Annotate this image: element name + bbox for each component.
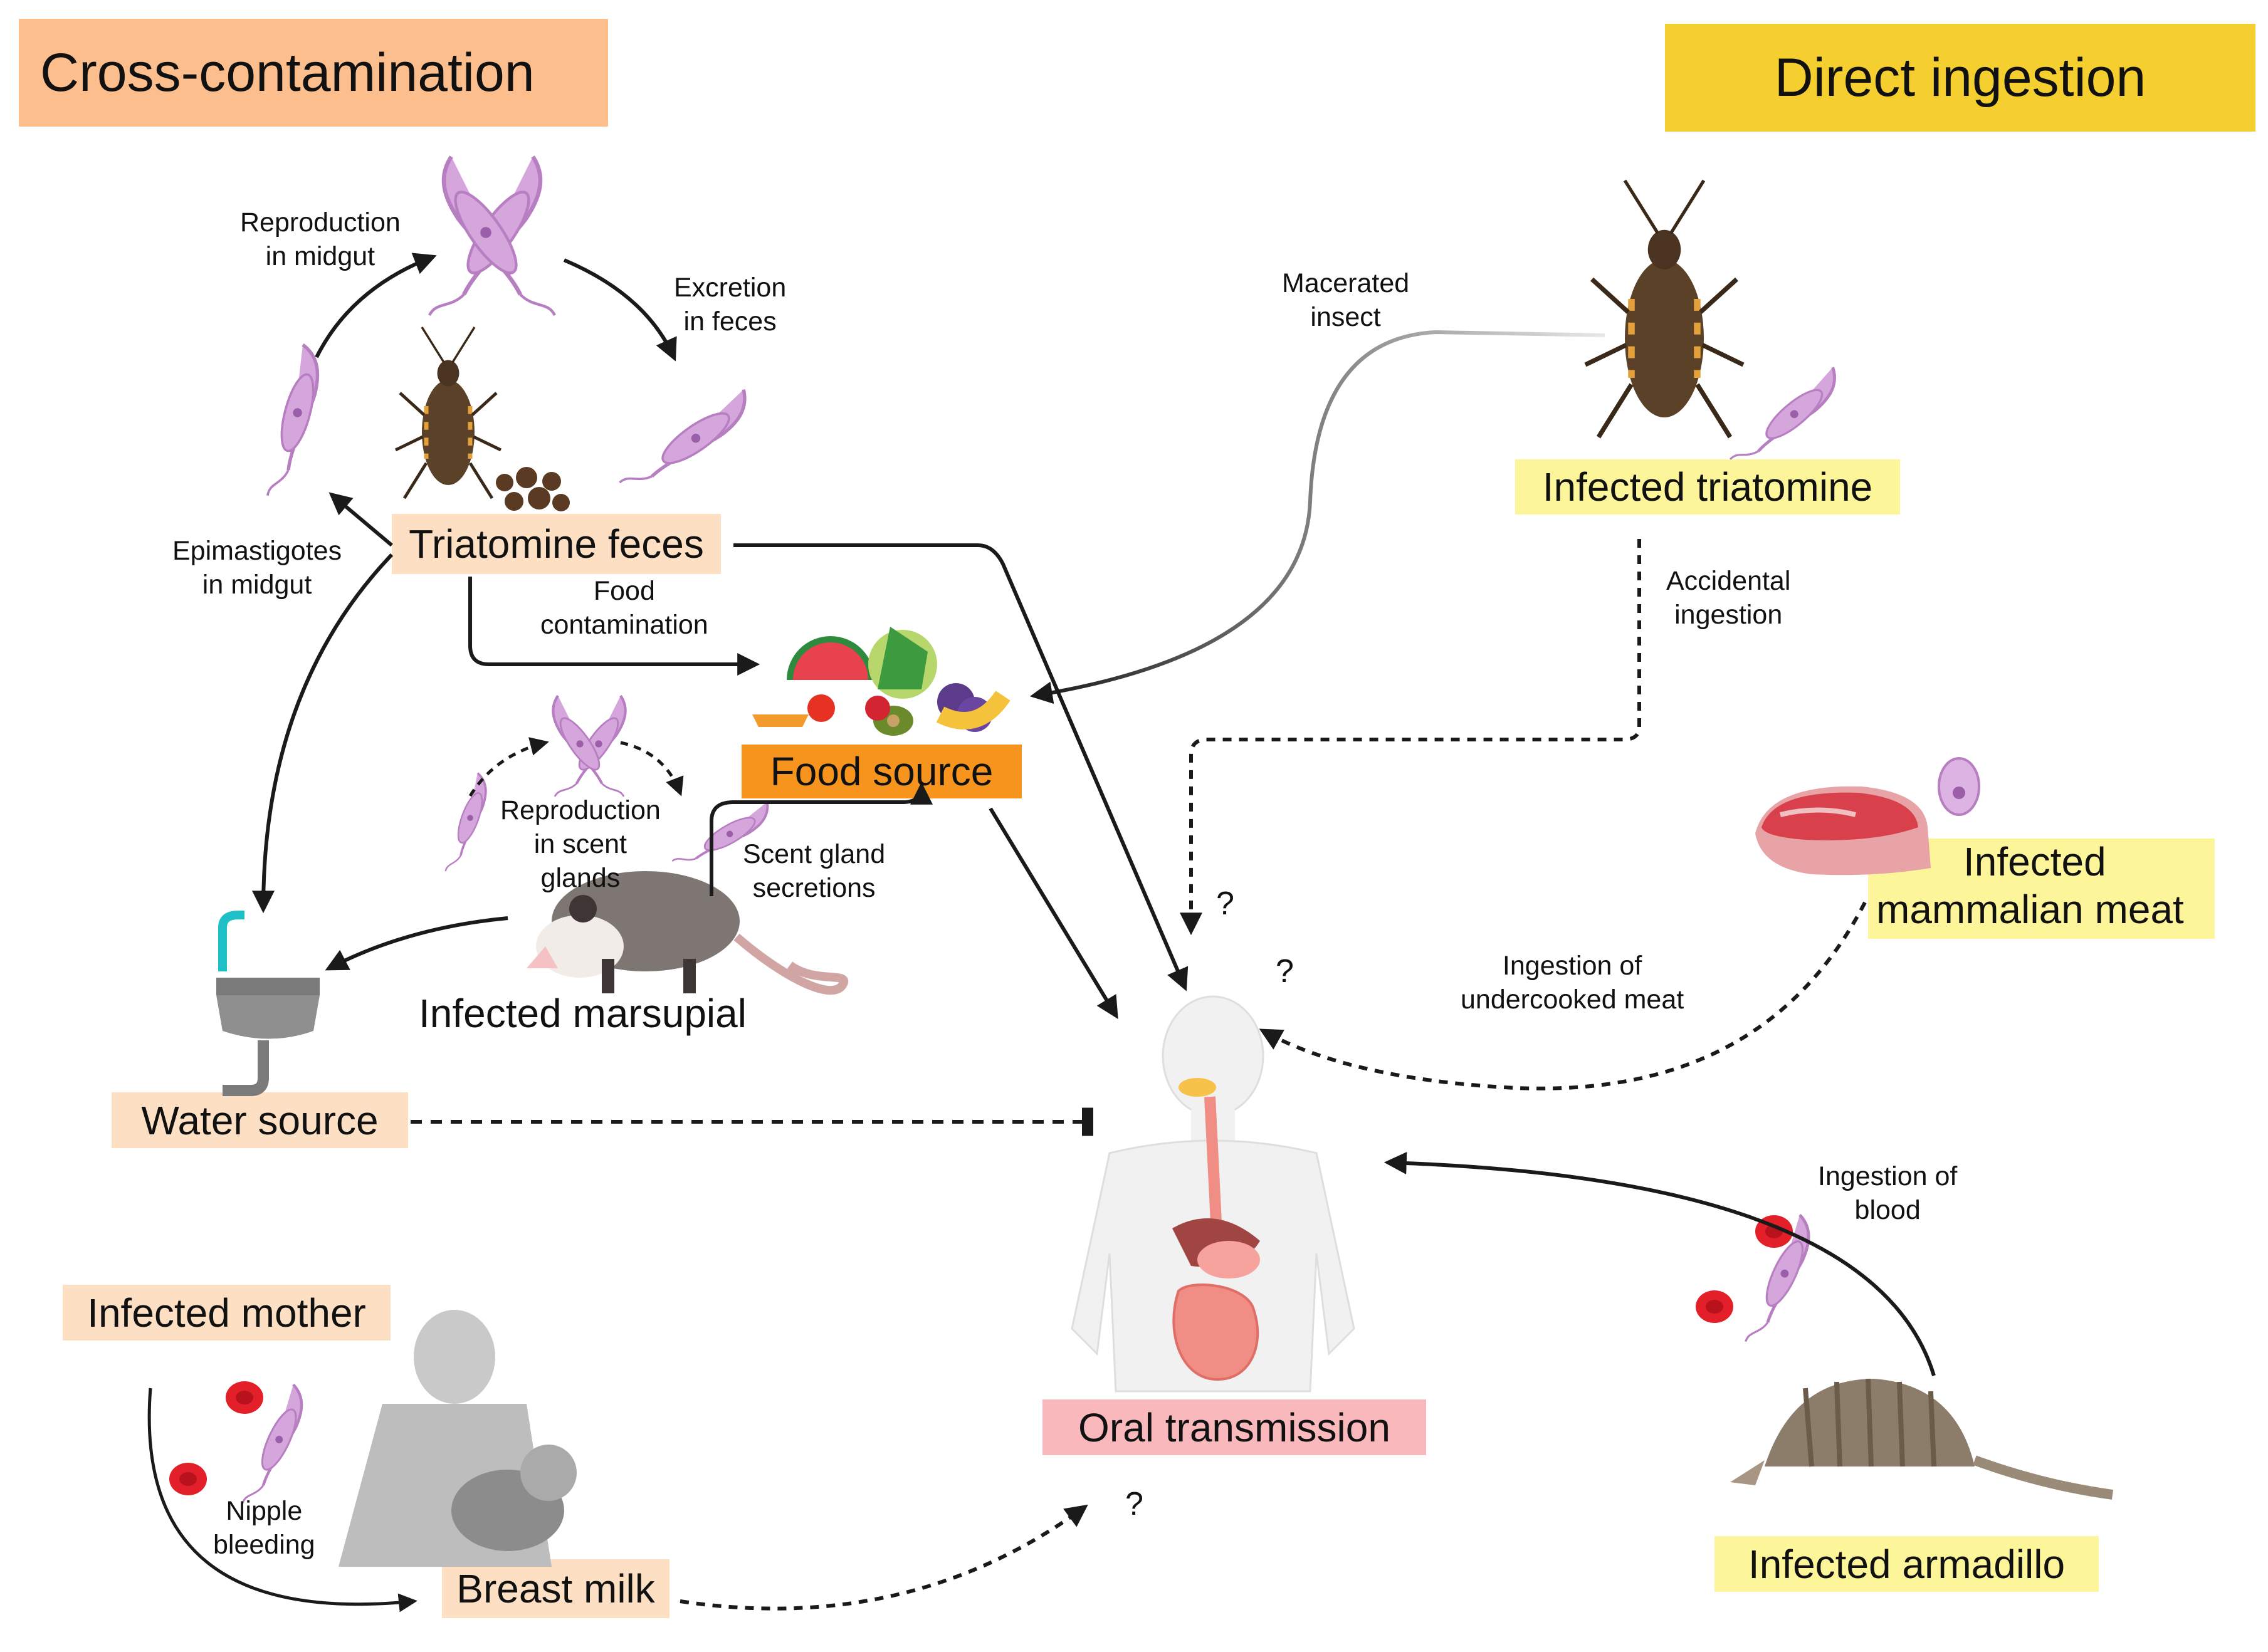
breast-milk-label: Breast milk xyxy=(456,1566,655,1611)
ingestion-blood-label: Ingestion of blood xyxy=(1818,1159,1957,1227)
arrow-macerated-insect xyxy=(1029,330,1605,704)
reproduction-scent-line1: Reproduction xyxy=(500,795,661,825)
scent-gland-line1: Scent gland xyxy=(743,839,886,869)
red-blood-cell-icon xyxy=(226,1381,263,1414)
accidental-line1: Accidental xyxy=(1666,566,1791,596)
reproduction-midgut-label: Reproduction in midgut xyxy=(240,206,401,273)
triatomine-feces-label: Triatomine feces xyxy=(409,521,704,567)
arrow-undercooked-meat xyxy=(1259,901,1867,1090)
reproduction-midgut-line2: in midgut xyxy=(265,241,375,271)
direct-ingestion-header-box xyxy=(1665,24,2255,132)
food-source-box xyxy=(742,745,1022,798)
cross-contamination-header-box xyxy=(19,19,608,127)
question-mark-accidental: ? xyxy=(1216,886,1234,922)
triatomine-feces-box xyxy=(392,514,721,574)
arrow-excretion-feces xyxy=(563,258,677,362)
arrow-epimastigotes xyxy=(328,492,393,547)
arrow-reproduction-midgut xyxy=(315,253,437,358)
blood-line1: Ingestion of xyxy=(1818,1161,1958,1191)
infected-triatomine-label: Infected triatomine xyxy=(1542,464,1873,510)
undercooked-line2: undercooked meat xyxy=(1461,985,1684,1015)
infected-armadillo-label: Infected armadillo xyxy=(1748,1541,2066,1587)
arrow-scent-to-food xyxy=(710,782,933,896)
amastigote-icon xyxy=(1938,757,1980,816)
undercooked-meat-label: Ingestion of undercooked meat xyxy=(1461,949,1684,1017)
arrow-accidental-ingestion xyxy=(1180,539,1641,936)
arrow-breast-milk-to-oral xyxy=(680,1504,1088,1611)
infected-meat-label-line1: Infected xyxy=(1963,839,2106,884)
direct-ingestion-header: Direct ingestion xyxy=(1774,47,2146,108)
meat-icon xyxy=(1755,786,1931,876)
infected-marsupial-label: Infected marsupial xyxy=(419,991,747,1036)
water-source-box xyxy=(112,1092,408,1148)
trypanosome-icon xyxy=(223,343,353,496)
arrow-feces-to-water xyxy=(252,553,394,914)
reproduction-scent-line3: glands xyxy=(540,863,621,893)
arrow-scent-cycle-left xyxy=(468,737,549,797)
nipple-line1: Nipple xyxy=(226,1496,303,1526)
feces-icon xyxy=(496,467,570,511)
epimastigotes-line2: in midgut xyxy=(202,570,312,600)
cross-contamination-header: Cross-contamination xyxy=(40,42,535,103)
trypanosome-icon xyxy=(422,771,505,872)
arrow-marsupial-to-water xyxy=(325,916,508,971)
blood-line2: blood xyxy=(1854,1195,1921,1225)
triatomine-bug-icon xyxy=(396,327,501,498)
excretion-feces-line1: Excretion xyxy=(674,273,787,303)
oral-transmission-label: Oral transmission xyxy=(1078,1404,1390,1450)
red-blood-cell-icon xyxy=(169,1463,207,1495)
accidental-ingestion-label: Accidental ingestion xyxy=(1666,564,1790,632)
food-contamination-line2: contamination xyxy=(540,610,708,640)
nipple-bleeding-label: Nipple bleeding xyxy=(213,1494,315,1562)
accidental-line2: ingestion xyxy=(1674,600,1783,630)
undercooked-line1: Ingestion of xyxy=(1502,951,1642,981)
infected-armadillo-box xyxy=(1714,1536,2099,1592)
water-source-label: Water source xyxy=(141,1097,379,1143)
food-contamination-label: Food contamination xyxy=(540,574,708,642)
arrow-feces-to-food xyxy=(468,577,760,676)
infected-mother-label: Infected mother xyxy=(87,1290,366,1336)
triatomine-bug-icon xyxy=(1585,180,1743,437)
infected-meat-label-line2: mammalian meat xyxy=(1876,887,2184,932)
infected-triatomine-box xyxy=(1515,459,1900,515)
question-mark-body: ? xyxy=(1276,953,1294,990)
infected-mother-box xyxy=(63,1285,391,1341)
human-digestive-system-icon xyxy=(1071,995,1355,1393)
mother-breastfeeding-icon xyxy=(339,1310,577,1567)
trypanosome-icon xyxy=(619,360,749,513)
arrow-scent-cycle-right xyxy=(620,741,684,797)
sink-icon xyxy=(216,911,320,1096)
epimastigotes-label: Epimastigotes in midgut xyxy=(172,534,342,602)
food-basket-icon xyxy=(752,627,1011,736)
excretion-feces-line2: in feces xyxy=(683,306,777,337)
nipple-line2: bleeding xyxy=(213,1530,315,1560)
reproduction-scent-line2: in scent xyxy=(533,829,627,859)
reproduction-midgut-line1: Reproduction xyxy=(240,207,401,238)
food-source-label: Food source xyxy=(770,749,994,794)
reproduction-scent-label: Reproduction in scent glands xyxy=(500,793,661,895)
arrow-food-to-oral xyxy=(989,807,1118,1020)
scent-gland-label: Scent gland secretions xyxy=(743,837,885,905)
food-contamination-line1: Food xyxy=(593,576,655,606)
armadillo-icon xyxy=(1730,1378,2114,1500)
question-mark-breast-milk: ? xyxy=(1125,1486,1143,1522)
arrow-ingestion-blood xyxy=(1383,1151,1936,1376)
macerated-insect-label: Macerated insect xyxy=(1282,266,1409,334)
opossum-icon xyxy=(527,871,849,995)
epimastigotes-line1: Epimastigotes xyxy=(172,536,342,566)
scent-gland-line2: secretions xyxy=(752,873,876,903)
macerated-line1: Macerated xyxy=(1282,268,1410,298)
macerated-line2: insect xyxy=(1310,302,1381,332)
breast-milk-box xyxy=(442,1559,669,1618)
oral-transmission-box xyxy=(1042,1399,1426,1455)
arrow-feces-to-oral xyxy=(733,543,1189,991)
red-blood-cell-icon xyxy=(1696,1290,1733,1323)
arrow-nipple-bleeding xyxy=(147,1388,417,1613)
excretion-feces-label: Excretion in feces xyxy=(674,271,786,338)
